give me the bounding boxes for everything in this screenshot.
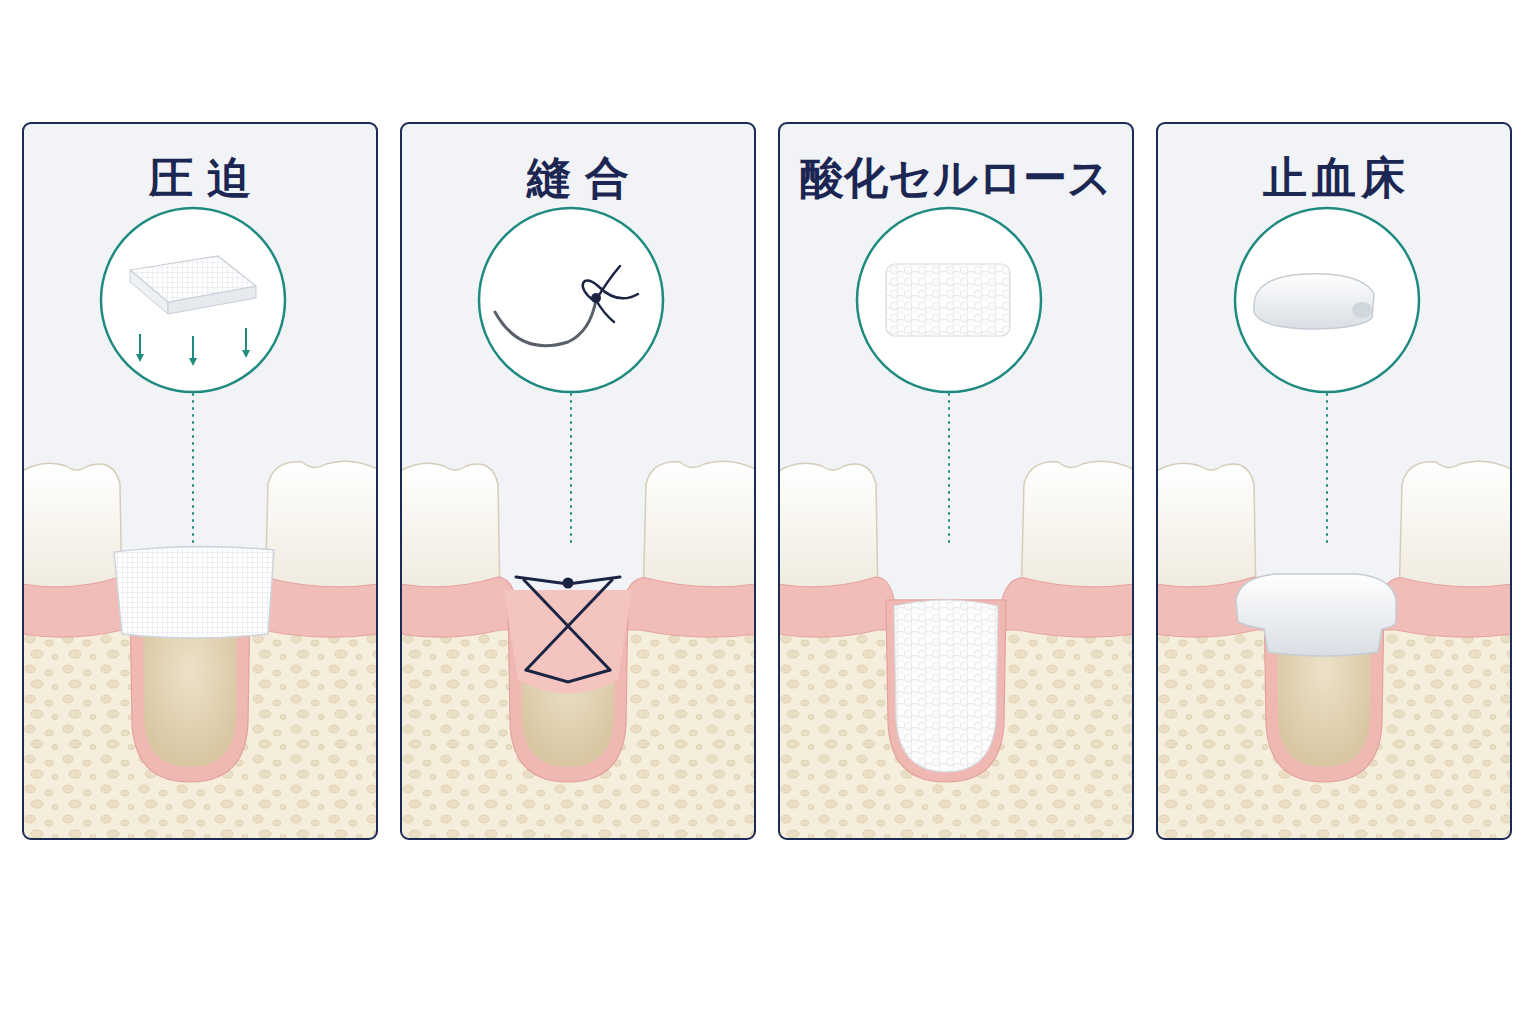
suture-illustration (400, 122, 756, 840)
panel-title: 圧迫 (136, 152, 264, 205)
cellulose-illustration (778, 122, 1134, 840)
suture-thread (516, 577, 620, 682)
plate-icon (1254, 274, 1374, 329)
method-panel: 酸化セルロース (778, 122, 1134, 840)
method-panel: 止血床 (1156, 122, 1512, 840)
gauze-icon (130, 256, 256, 362)
panel-title: 縫合 (514, 152, 642, 205)
hemostatic-plate (1236, 574, 1396, 656)
method-panel: 圧迫 (22, 122, 378, 840)
needle-icon (495, 266, 638, 346)
gum-flap (504, 590, 632, 694)
panel-title: 止血床 (1257, 152, 1410, 205)
method-panel: 縫合 (400, 122, 756, 840)
splint-illustration (1156, 122, 1512, 840)
oxidized-cellulose (894, 600, 998, 772)
compression-illustration (22, 122, 378, 840)
gauze (114, 546, 274, 638)
cellulose-icon (886, 264, 1010, 336)
panel-title: 酸化セルロース (800, 152, 1112, 205)
